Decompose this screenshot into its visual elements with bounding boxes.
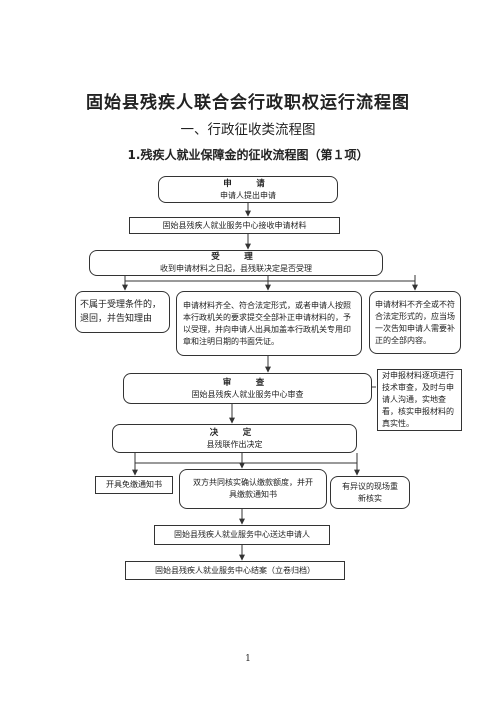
node-deliver: 固始县残疾人就业服务中心送达申请人 <box>154 525 330 545</box>
node-accepted: 申请材料齐全、符合法定形式，或者申请人按照本行政机关的要求提交全部补正申请材料的… <box>176 291 362 356</box>
node-incomplete: 申请材料不齐全或不符合法定形式的，应当场一次告知申请人需要补正的全部内容。 <box>369 291 461 354</box>
node-accepted-text: 申请材料齐全、符合法定形式，或者申请人按照本行政机关的要求提交全部补正申请材料的… <box>183 300 351 346</box>
node-receive: 固始县残疾人就业服务中心接收申请材料 <box>129 217 340 234</box>
node-review-note-text: 对申报材料逐项进行技术审查，及时与申请人沟通，实地查看，核实申报材料的真实性。 <box>382 371 454 428</box>
node-review: 审 查 固始县残疾人就业服务中心审查 <box>123 373 372 404</box>
flowchart-title: 1.残疾人就业保障金的征收流程图（第１项） <box>127 148 369 162</box>
node-review-note: 对申报材料逐项进行技术审查，及时与申请人沟通，实地查看，核实申报材料的真实性。 <box>377 369 462 431</box>
page-title: 固始县残疾人联合会行政职权运行流程图 <box>86 93 410 113</box>
node-exempt-text: 开具免缴通知书 <box>106 480 162 489</box>
node-incomplete-text: 申请材料不齐全或不符合法定形式的，应当场一次告知申请人需要补正的全部内容。 <box>375 299 455 345</box>
node-decide-title: 决 定 <box>209 427 260 438</box>
node-receive-text: 固始县残疾人就业服务中心接收申请材料 <box>162 220 307 230</box>
node-review-text: 固始县残疾人就业服务中心审查 <box>191 389 304 399</box>
node-decide-text: 县残联作出决定 <box>206 439 263 449</box>
node-confirm-text: 双方共同核实确认缴款额度，并开具缴款通知书 <box>193 478 313 499</box>
node-accept-title: 受 理 <box>211 252 261 262</box>
node-deliver-text: 固始县残疾人就业服务中心送达申请人 <box>174 530 310 539</box>
node-objection-text: 有异议的现场重新核实 <box>342 481 398 503</box>
node-review-title: 审 查 <box>222 377 273 388</box>
connector-accept-branches <box>124 275 416 282</box>
connector-decide-branches <box>134 453 358 464</box>
node-reject: 不属于受理条件的，退回，并告知理由 <box>75 291 170 333</box>
node-accept: 受 理 收到申请材料之日起，县残联决定是否受理 <box>89 250 383 276</box>
section-subtitle: 一、行政征收类流程图 <box>180 122 316 138</box>
node-close: 固始县残疾人就业服务中心结案（立卷归档） <box>125 561 345 580</box>
node-objection: 有异议的现场重新核实 <box>330 476 410 509</box>
node-exempt: 开具免缴通知书 <box>95 476 173 494</box>
node-reject-text: 不属于受理条件的，退回，并告知理由 <box>80 300 162 324</box>
node-apply-title: 申 请 <box>223 178 273 189</box>
node-apply: 申 请 申请人提出申请 <box>158 176 338 203</box>
node-close-text: 固始县残疾人就业服务中心结案（立卷归档） <box>155 565 315 575</box>
node-decide: 决 定 县残联作出决定 <box>112 424 357 453</box>
node-confirm: 双方共同核实确认缴款额度，并开具缴款通知书 <box>179 469 327 509</box>
node-accept-text: 收到申请材料之日起，县残联决定是否受理 <box>160 264 312 273</box>
node-apply-text: 申请人提出申请 <box>220 190 276 200</box>
page-number: 1 <box>245 654 251 664</box>
